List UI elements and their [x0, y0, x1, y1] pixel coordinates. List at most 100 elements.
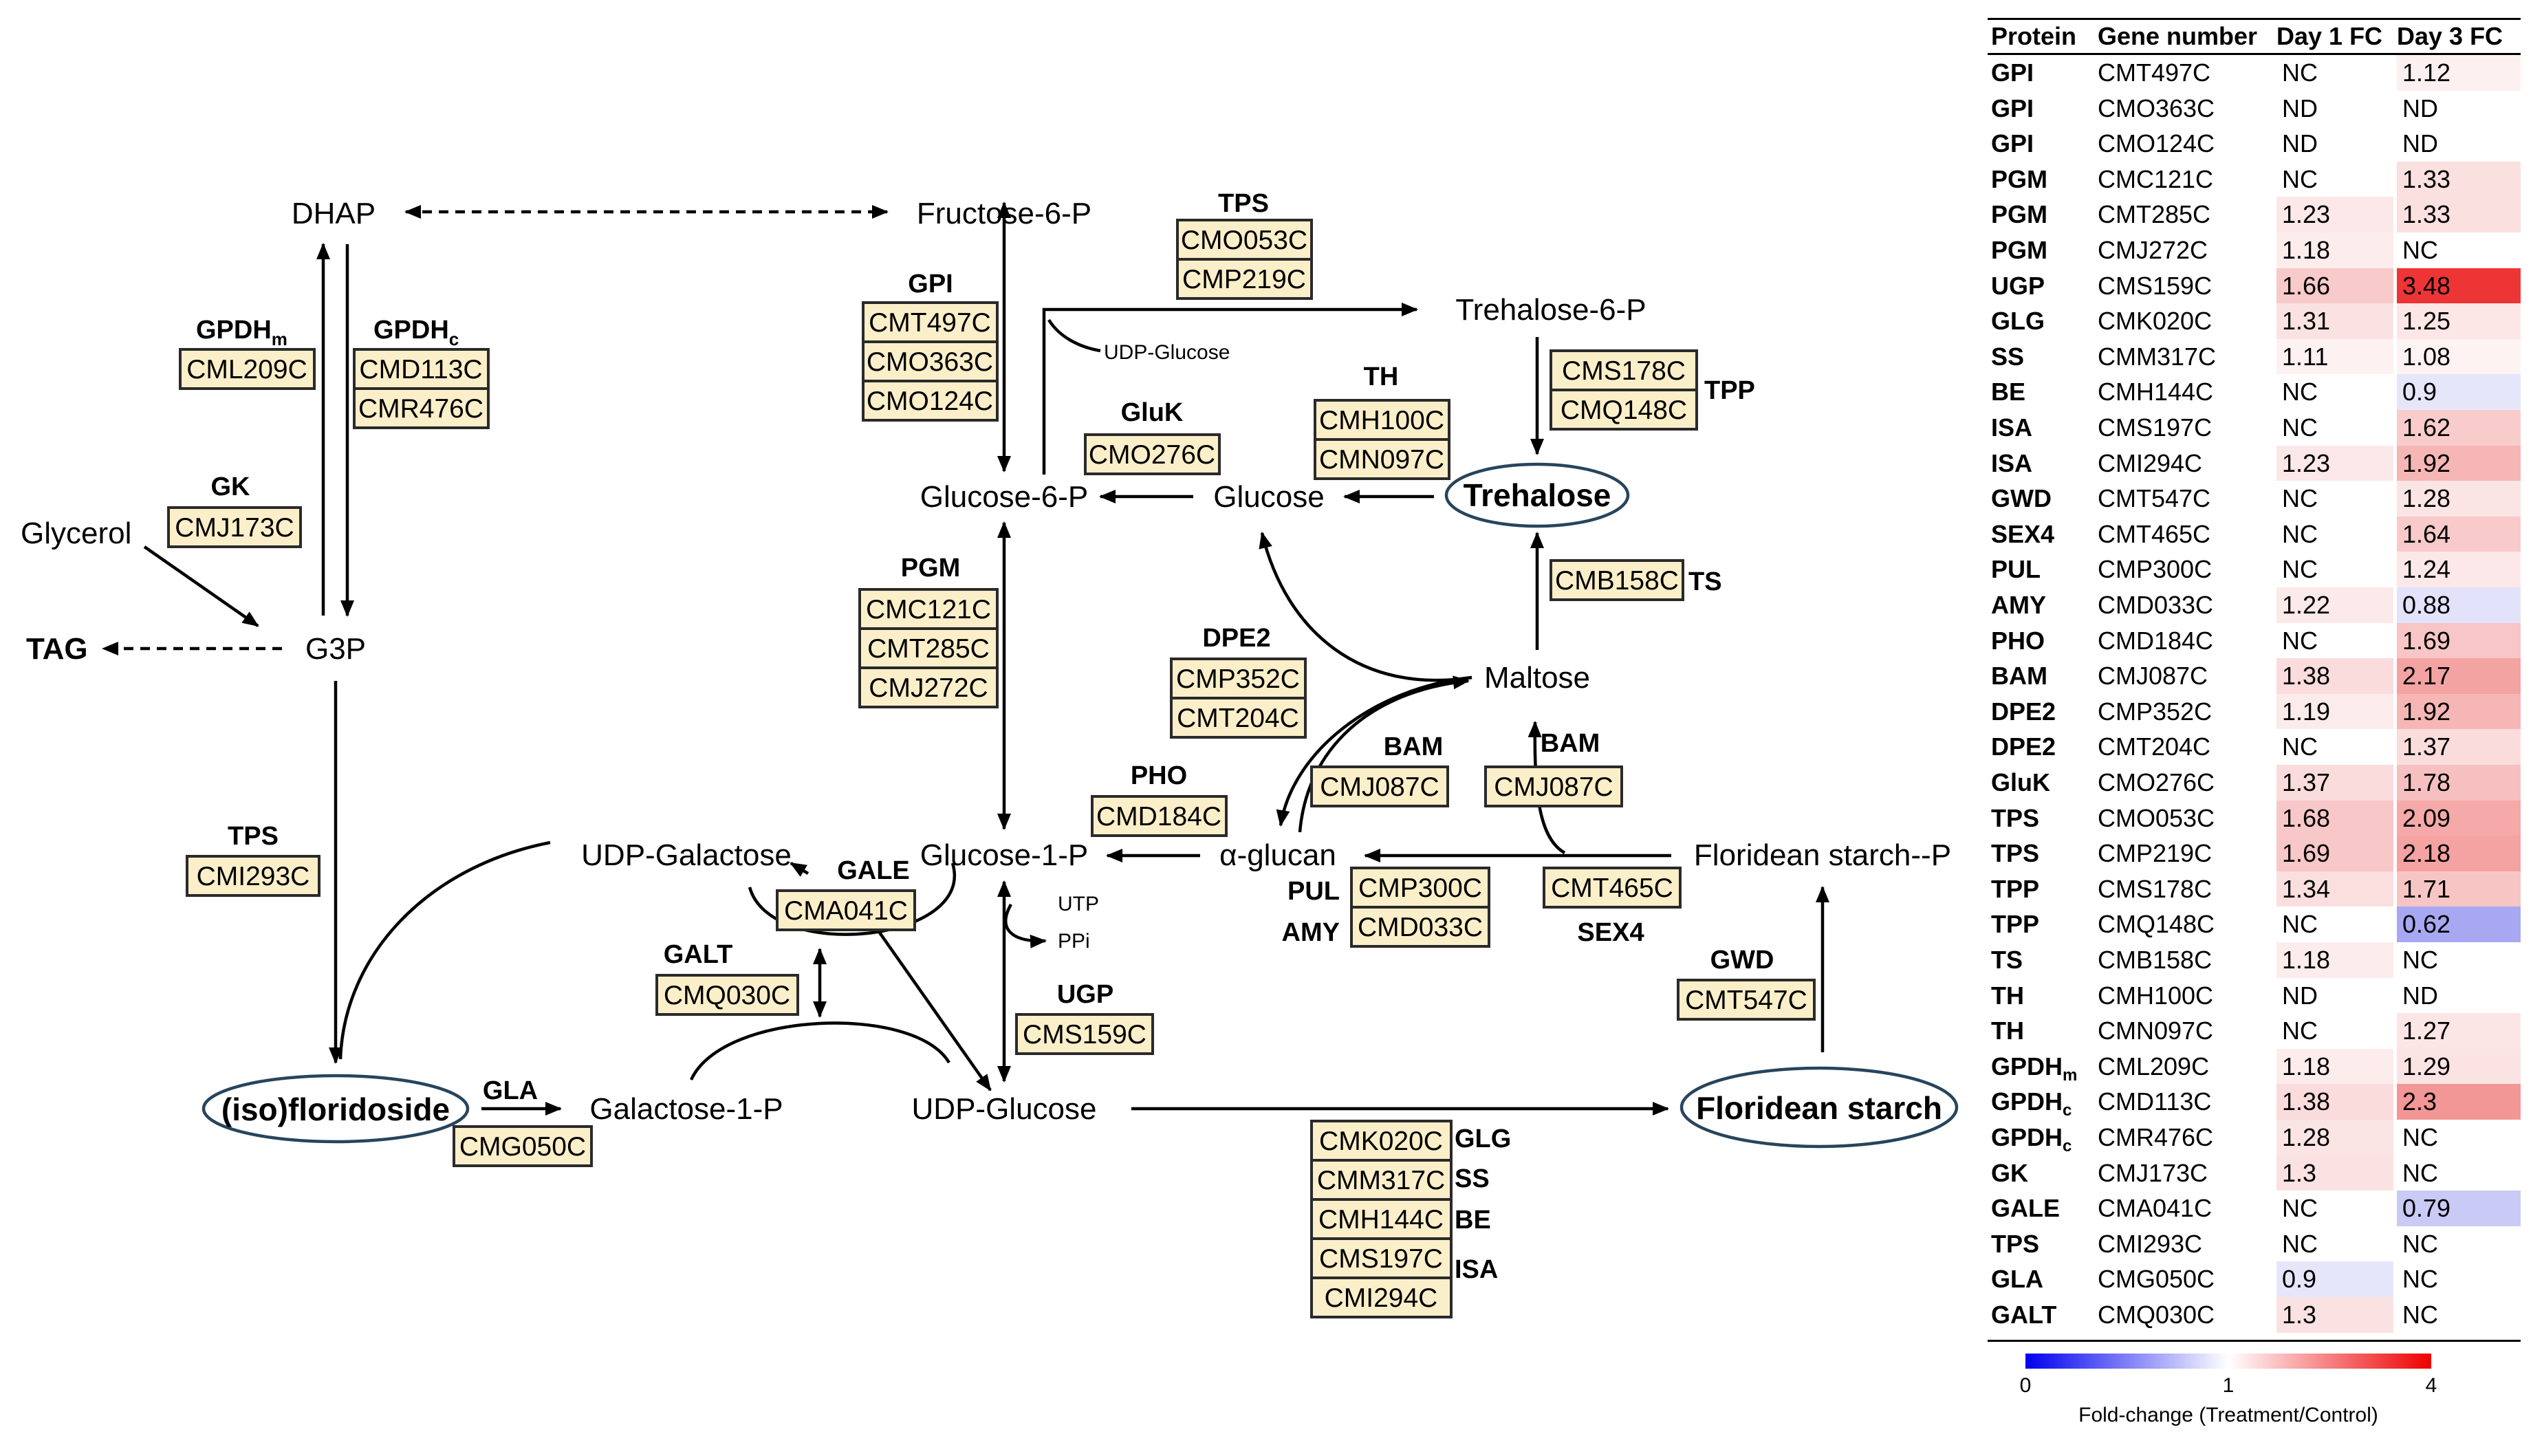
gene-cell: CMI293C [2098, 1229, 2203, 1258]
gene-cell: CMP300C [2098, 555, 2213, 584]
gene-box: CMO363C [862, 340, 999, 382]
enzyme-bam-1: BAM [1384, 732, 1444, 761]
gene-boxes: CML209C CMD113C CMR476C CMJ173C CMI293C … [167, 219, 1816, 1318]
day1-fc-cell: 1.18 [2276, 232, 2393, 268]
day1-fc-cell: NC [2276, 374, 2393, 410]
gene-cell: CMT204C [2098, 732, 2211, 761]
day1-fc-cell: NC [2276, 1226, 2393, 1262]
protein-cell: DPE2 [1991, 697, 2056, 726]
fructose-6-p-label: Fructose-6-P [917, 197, 1091, 230]
gene-cell: CMO124C [2098, 129, 2215, 158]
gene-box: CMD113C [353, 348, 490, 390]
gene-cell: CMJ272C [2098, 236, 2208, 264]
day3-fc-cell: 1.69 [2397, 622, 2521, 659]
protein-cell: SS [1991, 342, 2025, 371]
gene-box: CMT547C [1677, 979, 1816, 1021]
enzyme-sex4: SEX4 [1577, 918, 1644, 947]
day1-fc-cell: ND [2276, 90, 2393, 127]
tag-label: TAG [26, 632, 88, 666]
day1-fc-cell: 0.9 [2276, 1261, 2393, 1297]
gene-box: CMT285C [858, 627, 999, 669]
svg-text:CMO053C: CMO053C [1181, 226, 1307, 255]
gene-box: CMJ272C [858, 666, 999, 708]
enzyme-gpdh-c: GPDHc [373, 316, 459, 349]
table-header: Day 3 FC [2397, 22, 2503, 50]
protein-cell: GALE [1991, 1194, 2061, 1223]
enzyme-tpp: TPP [1704, 376, 1755, 405]
floridean-starch-oval [1679, 1066, 1959, 1149]
day1-fc-cell: NC [2276, 410, 2393, 446]
svg-text:CMP300C: CMP300C [1358, 873, 1482, 903]
day3-fc-cell: ND [2397, 126, 2521, 162]
protein-cell: PGM [1991, 200, 2048, 229]
day3-fc-cell: 1.12 [2397, 55, 2521, 91]
protein-cell: DPE2 [1991, 732, 2056, 761]
gene-box: CML209C [179, 348, 316, 390]
gene-box: CMT465C [1543, 867, 1682, 909]
enzyme-be: BE [1455, 1206, 1491, 1235]
trehalose-6-p-label: Trehalose-6-P [1455, 293, 1646, 327]
day3-fc-cell: NC [2397, 1120, 2521, 1155]
day3-fc-cell: 1.64 [2397, 516, 2521, 552]
protein-cell: GPDHc [1991, 1123, 2072, 1156]
svg-text:CMD113C: CMD113C [359, 355, 482, 384]
glycerol-label: Glycerol [21, 517, 131, 550]
enzyme-pul: PUL [1287, 877, 1340, 906]
gene-cell: CMH100C [2098, 981, 2214, 1010]
day1-fc-cell: NC [2276, 1013, 2393, 1049]
svg-text:CMD184C: CMD184C [1096, 802, 1221, 832]
floridean-starch-p-label: Floridean starch--P [1694, 838, 1951, 872]
day3-fc-cell: NC [2397, 942, 2521, 978]
day1-fc-cell: NC [2276, 552, 2393, 587]
isofloridoside-oval [202, 1074, 470, 1144]
gene-cell: CMA041C [2098, 1194, 2213, 1223]
glucose-label: Glucose [1213, 480, 1324, 514]
glucose-1-p-label: Glucose-1-P [920, 838, 1089, 872]
protein-cell: TPS [1991, 1229, 2040, 1258]
day3-fc-cell: 1.92 [2397, 693, 2521, 730]
protein-cell: TPP [1991, 874, 2040, 903]
day3-fc-cell: NC [2397, 1297, 2521, 1333]
metabolites: DHAP Fructose-6-P Trehalose-6-P UDP-Gluc… [21, 197, 1959, 1149]
gene-box: CMH100C [1314, 399, 1450, 441]
pathway-arrows [102, 202, 1829, 1116]
day1-fc-cell: NC [2276, 1191, 2393, 1226]
day1-fc-cell: NC [2276, 906, 2393, 942]
protein-cell: GK [1991, 1158, 2028, 1187]
gene-box: CMA041C [776, 889, 916, 931]
gene-box: CMM317C [1310, 1159, 1453, 1201]
protein-cell: GPI [1991, 129, 2034, 158]
day1-fc-cell: 1.37 [2276, 765, 2393, 801]
gene-cell: CMS197C [2098, 413, 2213, 442]
gene-cell: CMP352C [2098, 697, 2213, 726]
protein-cell: TPS [1991, 839, 2040, 868]
gene-box: CMH144C [1310, 1198, 1453, 1240]
day3-fc-cell: 2.17 [2397, 658, 2521, 694]
protein-subscript: m [2063, 1065, 2078, 1085]
enzyme-galt: GALT [664, 940, 733, 969]
day3-fc-cell: 1.24 [2397, 552, 2521, 587]
svg-text:CMT285C: CMT285C [867, 634, 990, 664]
svg-text:CMN097C: CMN097C [1319, 445, 1444, 475]
gene-box: CMT204C [1170, 697, 1307, 739]
protein-cell: GPDHc [1991, 1087, 2072, 1120]
floridean-starch-label: Floridean starch [1696, 1090, 1942, 1126]
ppi-label: PPi [1058, 930, 1090, 953]
protein-cell: TH [1991, 1017, 2024, 1045]
day3-fc-cell: 1.92 [2397, 445, 2521, 481]
day1-fc-cell: NC [2276, 161, 2393, 197]
table-header: Protein [1991, 22, 2077, 50]
gene-cell: CMB158C [2098, 946, 2213, 974]
enzyme-gk: GK [211, 472, 251, 501]
svg-text:CMO276C: CMO276C [1089, 440, 1215, 470]
protein-cell: ISA [1991, 448, 2033, 477]
svg-text:CMK020C: CMK020C [1319, 1127, 1443, 1156]
day1-fc-cell: NC [2276, 622, 2393, 659]
day1-fc-cell: 1.3 [2276, 1297, 2393, 1333]
day3-fc-cell: 1.29 [2397, 1048, 2521, 1085]
day3-fc-cell: 1.37 [2397, 729, 2521, 765]
enzyme-ts: TS [1688, 567, 1722, 596]
svg-text:CMB158C: CMB158C [1555, 566, 1679, 596]
dhap-label: DHAP [292, 197, 376, 230]
